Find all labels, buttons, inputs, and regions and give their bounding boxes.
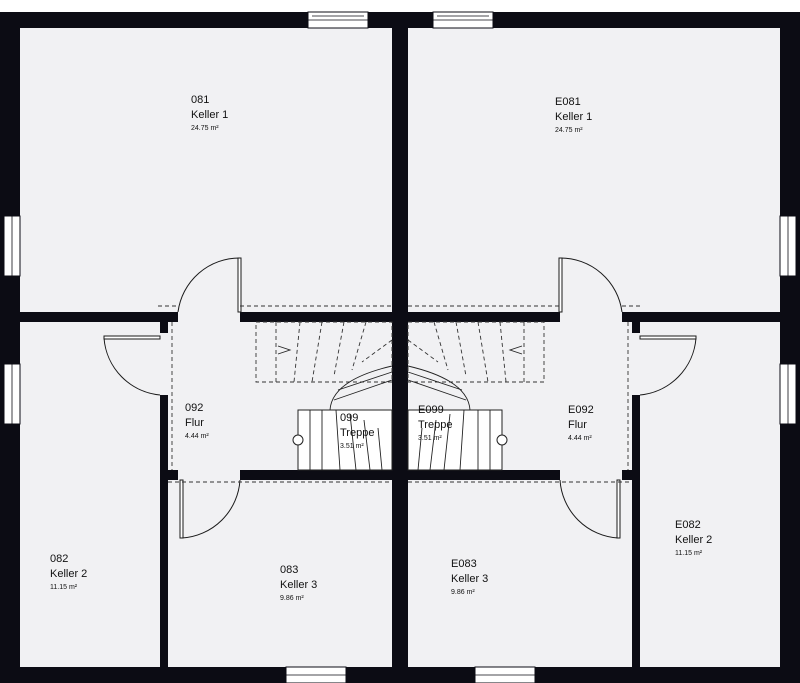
svg-text:Flur: Flur: [185, 417, 204, 429]
room-label-E082: E082 Keller 2 11.15 m²: [675, 519, 712, 557]
svg-text:082: 082: [50, 553, 68, 565]
door-081-092: [177, 257, 242, 313]
room-label-092: 092 Flur 4.44 m²: [185, 402, 209, 440]
door-gap-081-092: [178, 312, 240, 322]
svg-text:E092: E092: [568, 404, 594, 416]
room-label-E081: E081 Keller 1 24.75 m²: [555, 96, 592, 134]
room-label-E083: E083 Keller 3 9.86 m²: [451, 558, 488, 596]
window-right-lower: [779, 363, 797, 425]
svg-text:9.86 m²: 9.86 m²: [280, 595, 304, 602]
floor-room-083: [168, 480, 392, 667]
svg-text:Keller 2: Keller 2: [675, 534, 712, 546]
floor-room-E082: [640, 322, 780, 667]
svg-text:081: 081: [191, 94, 209, 106]
svg-text:3.51 m²: 3.51 m²: [340, 443, 364, 450]
door-E081-E092: [558, 257, 623, 313]
room-label-E099: E099 Treppe 3.51 m²: [418, 404, 452, 442]
svg-text:083: 083: [280, 564, 298, 576]
svg-text:E099: E099: [418, 404, 444, 416]
door-092-083: [179, 479, 241, 539]
window-top-left: [307, 11, 369, 29]
svg-text:E081: E081: [555, 96, 581, 108]
svg-text:3.51 m²: 3.51 m²: [418, 435, 442, 442]
window-bottom-left: [285, 666, 347, 683]
room-label-E092: E092 Flur 4.44 m²: [568, 404, 594, 442]
svg-text:Keller 1: Keller 1: [555, 111, 592, 123]
svg-text:4.44 m²: 4.44 m²: [185, 433, 209, 440]
window-bottom-right: [474, 666, 536, 683]
window-right-upper: [779, 215, 797, 277]
svg-text:Treppe: Treppe: [340, 427, 374, 439]
door-E092-E083: [559, 479, 621, 539]
svg-text:Keller 1: Keller 1: [191, 109, 228, 121]
svg-text:24.75 m²: 24.75 m²: [555, 127, 583, 134]
door-gap-E092-E083: [560, 470, 622, 480]
door-E082-E092: [639, 335, 697, 396]
door-082-092: [103, 335, 161, 396]
svg-text:092: 092: [185, 402, 203, 414]
svg-text:9.86 m²: 9.86 m²: [451, 589, 475, 596]
svg-text:24.75 m²: 24.75 m²: [191, 125, 219, 132]
svg-text:11.15 m²: 11.15 m²: [675, 550, 703, 557]
room-label-081: 081 Keller 1 24.75 m²: [191, 94, 228, 132]
window-left-lower: [3, 363, 21, 425]
svg-text:Treppe: Treppe: [418, 419, 452, 431]
door-gap-082-092: [160, 333, 168, 395]
svg-text:E082: E082: [675, 519, 701, 531]
staircase-left: [255, 321, 393, 471]
svg-text:Keller 3: Keller 3: [451, 573, 488, 585]
door-gap-092-083: [178, 470, 240, 480]
svg-text:11.15 m²: 11.15 m²: [50, 584, 78, 591]
floor-room-082: [20, 322, 160, 667]
window-top-right: [432, 11, 494, 29]
room-label-099: 099 Treppe 3.51 m²: [340, 412, 374, 450]
floor-room-E081: [408, 28, 780, 312]
svg-text:4.44 m²: 4.44 m²: [568, 435, 592, 442]
room-label-083: 083 Keller 3 9.86 m²: [280, 564, 317, 602]
overhead-outline-right: [408, 305, 642, 483]
svg-text:Flur: Flur: [568, 419, 587, 431]
svg-text:Keller 3: Keller 3: [280, 579, 317, 591]
svg-text:Keller 2: Keller 2: [50, 568, 87, 580]
room-label-082: 082 Keller 2 11.15 m²: [50, 553, 87, 591]
door-gap-E082-E092: [632, 333, 640, 395]
staircase-right: [407, 321, 545, 471]
svg-text:099: 099: [340, 412, 358, 424]
svg-text:E083: E083: [451, 558, 477, 570]
floor-room-081: [20, 28, 392, 312]
door-gap-E081-E092: [560, 312, 622, 322]
floor-room-E083: [408, 480, 632, 667]
overhead-outline-left: [158, 305, 392, 483]
window-left-upper: [3, 215, 21, 277]
